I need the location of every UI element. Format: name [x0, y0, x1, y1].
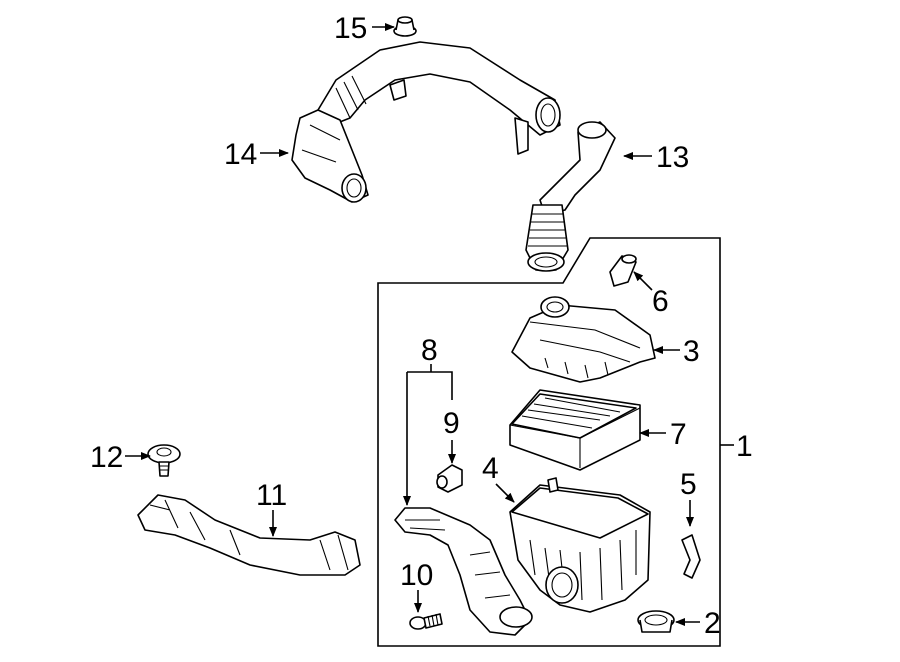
callout-5: 5	[680, 468, 697, 501]
part-11-lower-duct	[137, 494, 361, 576]
part-12-screw	[147, 444, 181, 477]
callout-10: 10	[400, 559, 433, 592]
callout-6: 6	[652, 285, 669, 318]
callout-11: 11	[256, 479, 287, 512]
part-6-sensor	[609, 254, 637, 287]
callout-2: 2	[704, 607, 721, 640]
part-7-filter	[509, 389, 641, 471]
callout-4: 4	[482, 452, 499, 485]
part-5-clip	[681, 534, 701, 579]
callout-1: 1	[736, 430, 753, 463]
part-2-plug	[637, 610, 675, 633]
part-9-grommet	[436, 464, 463, 493]
callout-13: 13	[656, 141, 689, 174]
callout-8: 8	[421, 334, 438, 367]
part-8-duct	[394, 507, 533, 636]
assembly-frame	[377, 237, 721, 647]
callout-7: 7	[670, 418, 687, 451]
part-3-cover	[511, 296, 656, 383]
part-15-cap	[393, 16, 417, 37]
callout-14: 14	[224, 138, 257, 171]
part-14-air-duct	[291, 41, 561, 203]
part-13-hose	[525, 121, 616, 272]
callout-3: 3	[683, 335, 700, 368]
callout-8-lead	[407, 371, 453, 505]
part-10-bolt	[409, 613, 443, 630]
callout-6-lead	[633, 271, 653, 291]
callout-4-lead	[495, 483, 515, 503]
callout-15: 15	[334, 12, 367, 45]
callout-9: 9	[443, 407, 460, 440]
callout-12: 12	[90, 441, 123, 474]
part-4-lower-housing	[509, 477, 651, 613]
